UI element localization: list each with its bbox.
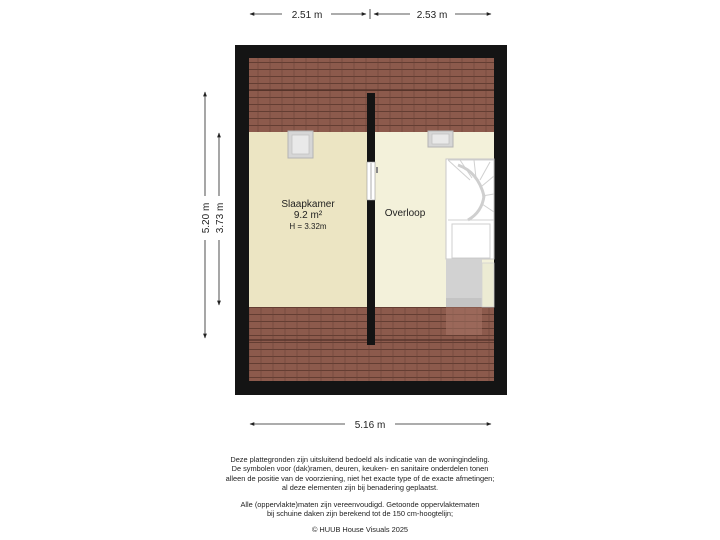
floor-plan: Slaapkamer 9.2 m² H = 3.32m Overloop 2.5… xyxy=(201,9,507,431)
bedroom-name: Slaapkamer xyxy=(281,199,335,210)
interior-wall xyxy=(367,93,375,345)
dimension-left-outer: 5.20 m xyxy=(201,91,212,339)
disclaimer-line: alleen de positie van de voorziening, ni… xyxy=(225,473,495,483)
dimension-left-inner: 3.73 m xyxy=(215,132,226,306)
dimension-bottom: 5.16 m xyxy=(249,420,492,431)
dimension-top-left-label: 2.51 m xyxy=(292,10,323,21)
roof-window-bedroom xyxy=(287,130,314,159)
staircase xyxy=(445,158,495,335)
dimension-top-right: 2.53 m xyxy=(373,10,492,21)
dimension-top-right-label: 2.53 m xyxy=(417,10,448,21)
disclaimer-line: bij schuine daken zijn berekend tot de 1… xyxy=(266,509,454,519)
dimension-left-inner-label: 3.73 m xyxy=(215,203,226,234)
dimension-top-left: 2.51 m xyxy=(249,9,371,21)
door-handle xyxy=(376,167,378,173)
disclaimer-line: Deze plattegronden zijn uitsluitend bedo… xyxy=(230,455,490,464)
disclaimer-line: al deze elementen zijn bij benadering ge… xyxy=(281,483,439,493)
dimension-left-outer-label: 5.20 m xyxy=(201,203,212,234)
roof-window-landing xyxy=(427,130,454,148)
disclaimer-line: De symbolen voor (dak)ramen, deuren, keu… xyxy=(231,464,489,474)
copyright: © HUUB House Visuals 2025 xyxy=(311,525,409,535)
bedroom-height: H = 3.32m xyxy=(289,222,326,231)
disclaimer-line: Alle (oppervlakte)maten zijn vereenvoudi… xyxy=(240,499,480,509)
dimension-bottom-label: 5.16 m xyxy=(355,420,386,431)
disclaimer: Deze plattegronden zijn uitsluitend bedo… xyxy=(180,455,540,535)
landing-name: Overloop xyxy=(385,208,426,219)
bedroom-floor xyxy=(249,132,367,307)
bedroom-area: 9.2 m² xyxy=(294,210,323,221)
